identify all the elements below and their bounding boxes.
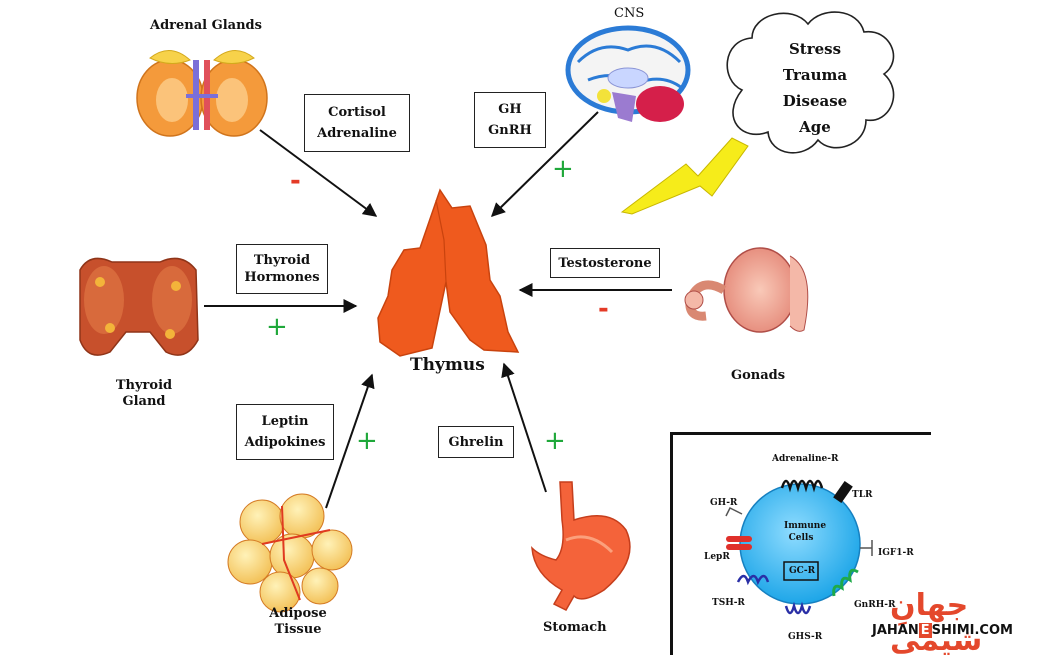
- hormone-adipokines: Adipokines: [244, 435, 326, 450]
- label-stomach: Stomach: [543, 620, 607, 635]
- hormone-box-adrenal: Cortisol Adrenaline: [304, 94, 410, 152]
- adipose-tissue-image: [227, 493, 353, 613]
- label-adipose-line1: Adipose: [269, 606, 327, 621]
- hormone-adrenaline: Adrenaline: [317, 126, 397, 141]
- hormone-box-stomach: Ghrelin: [438, 426, 514, 458]
- receptor-lep-label: LepR: [704, 552, 730, 562]
- arrow-cns: [491, 111, 599, 217]
- label-gonads: Gonads: [731, 368, 786, 383]
- stressor-item: Age: [799, 118, 831, 136]
- label-adipose-tissue: Adipose Tissue: [268, 606, 328, 639]
- stomach-image: [531, 481, 631, 611]
- hormone-box-adipose: Leptin Adipokines: [236, 404, 334, 460]
- receptor-tsh-label: TSH-R: [712, 598, 745, 608]
- receptor-igf1-label: IGF1-R: [878, 548, 914, 558]
- sign-adrenal: -: [290, 166, 301, 196]
- thymus-organ: [377, 188, 520, 357]
- receptor-tlr-label: TLR: [852, 490, 873, 500]
- arrow-adrenal: [259, 129, 378, 217]
- hormone-gnrh: GnRH: [488, 123, 532, 138]
- sign-thyroid: +: [266, 312, 288, 342]
- lightning-bolt: [620, 137, 749, 215]
- receptor-gnrh-label: GnRH-R: [854, 600, 896, 610]
- label-cns: CNS: [614, 6, 645, 21]
- hormone-leptin: Leptin: [261, 414, 309, 429]
- hormone-box-gonads: Testosterone: [550, 248, 660, 278]
- label-thyroid-line2: Gland: [122, 394, 166, 410]
- stressors-list: Stress Trauma Disease Age: [760, 36, 870, 140]
- watermark-brand: جهانِ شیمی: [890, 588, 983, 655]
- immune-cells-title: Immune Cells: [784, 520, 827, 544]
- hormone-box-thyroid: Thyroid Hormones: [236, 244, 328, 294]
- stressors-cloud: [726, 11, 895, 154]
- receptor-adrenaline-label: Adrenaline-R: [772, 454, 839, 464]
- hormone-thyroid-line2: Hormones: [244, 270, 320, 285]
- hormone-thyroid-line1: Thyroid: [253, 253, 311, 268]
- immune-cell-image: [725, 479, 873, 615]
- watermark-url-suffix: SHIMI.COM: [931, 623, 1013, 638]
- stressor-item: Trauma: [782, 66, 848, 84]
- sign-gonads: -: [598, 294, 609, 324]
- gonads-image: [684, 247, 809, 333]
- hormone-gh: GH: [498, 102, 522, 117]
- arrow-adipose: [325, 373, 375, 509]
- gc-r-label: GC-R: [789, 566, 816, 576]
- cns-brain-image: [565, 25, 691, 122]
- label-thymus: Thymus: [410, 355, 485, 375]
- hormone-cortisol: Cortisol: [328, 105, 386, 120]
- hormone-ghrelin: Ghrelin: [448, 434, 504, 450]
- hormone-box-cns: GH GnRH: [474, 92, 546, 148]
- watermark-url-prefix: JAHAN: [872, 623, 919, 638]
- label-thyroid-gland: Thyroid Gland: [114, 378, 174, 411]
- immune-cells-line1: Immune: [784, 521, 827, 531]
- sign-stomach: +: [544, 426, 566, 456]
- immune-cells-line2: Cells: [788, 533, 814, 543]
- stressor-item: Disease: [782, 92, 848, 110]
- sign-adipose: +: [356, 426, 378, 456]
- receptor-gh-label: GH-R: [710, 498, 738, 508]
- immune-cell-inset: [670, 432, 931, 655]
- thyroid-gland-image: [79, 257, 199, 356]
- sign-cns: +: [552, 154, 574, 184]
- adrenal-glands-image: [136, 50, 268, 137]
- watermark-url-mark: E: [918, 623, 932, 638]
- label-adipose-line2: Tissue: [274, 622, 322, 638]
- stressor-item: Stress: [788, 40, 842, 58]
- hormone-testosterone: Testosterone: [558, 255, 652, 271]
- receptor-ghs-label: GHS-R: [788, 632, 823, 642]
- label-adrenal-glands: Adrenal Glands: [150, 18, 262, 33]
- arrow-stomach: [501, 362, 547, 493]
- label-thyroid-line1: Thyroid: [115, 378, 173, 393]
